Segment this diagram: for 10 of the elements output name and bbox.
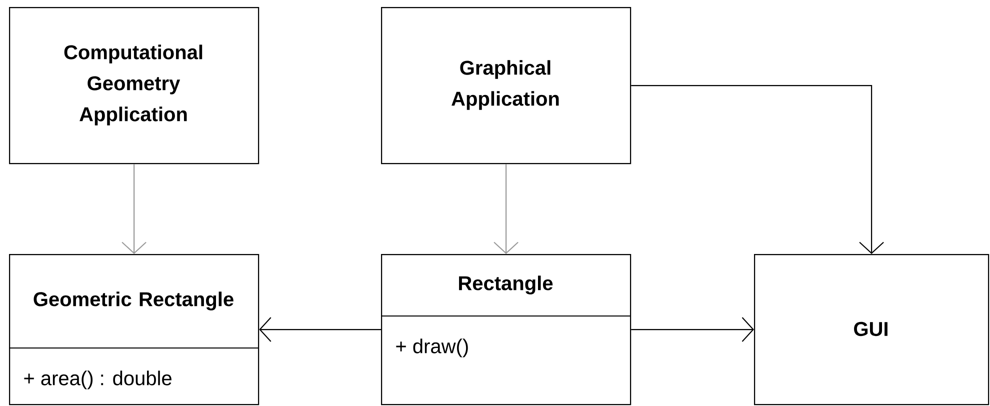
class-box: Rectangle + draw() xyxy=(381,254,632,406)
arrow xyxy=(259,317,381,342)
class-box: Graphical Application xyxy=(381,7,632,164)
arrow xyxy=(631,85,884,254)
arrow xyxy=(122,164,146,254)
arrow xyxy=(631,317,754,342)
arrow xyxy=(494,164,518,254)
class-box: Computational Geometry Application xyxy=(9,7,260,164)
class-box: Geometric Rectangle + area() : double xyxy=(9,254,260,406)
class-box: GUI xyxy=(754,254,990,406)
